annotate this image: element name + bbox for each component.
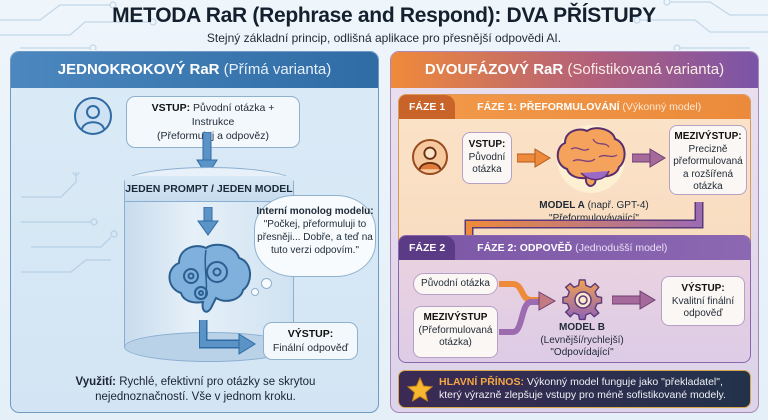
- phase-1-section: FÁZE 1 FÁZE 1: PŘEFORMULOVÁNÍ (Výkonný mo…: [398, 94, 751, 256]
- internal-monologue-cloud: Interní monolog modelu: "Počkej, přeform…: [254, 195, 376, 277]
- arrow-right-icon: [632, 148, 666, 168]
- page-title: METODA RaR (Rephrase and Respond): DVA P…: [112, 4, 656, 27]
- circuit-decoration-right: [633, 0, 768, 50]
- phase-2-title: FÁZE 2: ODPOVĚĎ: [477, 242, 573, 254]
- single-prompt-label: JEDEN PROMPT / JEDEN MODEL: [125, 176, 293, 202]
- final-output-label: VÝSTUP:: [681, 283, 725, 294]
- arrow-right-icon: [612, 290, 656, 310]
- arrow-right-icon: [517, 148, 551, 168]
- phase-2-intermediate-text: (Přeformulovaná otázka): [418, 324, 493, 349]
- phase-2-subtitle: (Jednodušší model): [572, 242, 668, 254]
- final-output-text: Kvalitní finální odpověď: [671, 295, 735, 320]
- input-label: VSTUP:: [151, 102, 191, 114]
- intermediate-output-text: Precizně přeformulovaná a rozšířená otáz…: [673, 143, 743, 193]
- two-phase-subtitle: (Sofistikovaná varianta): [563, 61, 725, 78]
- user-icon: [81, 105, 105, 130]
- star-icon: [407, 377, 433, 403]
- user-icon: [418, 146, 442, 170]
- brain-icon: [556, 125, 626, 193]
- model-b-caption: MODEL B (Levnější/rychlejší) "Odpovídají…: [527, 322, 637, 360]
- model-b-name: MODEL B: [559, 322, 605, 333]
- phase-2-header: FÁZE 2 FÁZE 2: ODPOVĚĎ (Jednodušší model): [399, 236, 750, 260]
- model-a-name: MODEL A: [539, 200, 585, 211]
- single-step-subtitle: (Přímá varianta): [219, 61, 332, 78]
- thought-dot: [251, 288, 259, 296]
- single-step-panel: JEDNOKROKOVÝ RaR (Přímá varianta) VSTUP:…: [10, 51, 379, 413]
- two-phase-panel: DVOUFÁZOVÝ RaR (Sofistikovaná varianta) …: [390, 51, 759, 413]
- phase-2-tag: FÁZE 2: [399, 236, 456, 260]
- output-box: VÝSTUP: Finální odpověď: [263, 322, 358, 360]
- phase-1-input-label: VSTUP:: [468, 139, 506, 150]
- phase-2-original-question: Původní otázka: [413, 273, 498, 295]
- intermediate-output-box: MEZIVÝSTUP: Precizně přeformulovaná a ro…: [669, 125, 747, 195]
- main-benefit-banner: HLAVNÍ PŘÍNOS: Výkonný model funguje jak…: [398, 370, 751, 408]
- output-arrow-icon: [199, 320, 256, 355]
- benefit-text: Výkonný model funguje jako "překladatel"…: [439, 376, 726, 401]
- input-text: Původní otázka + Instrukce: [190, 102, 275, 128]
- output-label: VÝSTUP:: [287, 328, 334, 340]
- user-avatar: [412, 139, 448, 175]
- single-step-title: JEDNOKROKOVÝ RaR: [57, 61, 220, 78]
- arrow-down-icon: [197, 207, 219, 236]
- thought-dot: [261, 278, 272, 289]
- model-a-role: "Přeformulovávající": [549, 212, 639, 224]
- phase-2-original-text: Původní otázka: [421, 278, 490, 289]
- single-step-header: JEDNOKROKOVÝ RaR (Přímá varianta): [11, 52, 378, 88]
- model-b-detail: (Levnější/rychlejší): [540, 334, 624, 346]
- phase-1-input-box: VSTUP: Původní otázka: [462, 132, 512, 184]
- page-subtitle: Stejný základní princip, odlišná aplikac…: [206, 31, 562, 45]
- merge-arrow-icon: [499, 281, 557, 335]
- monologue-text: "Počkej, přeformuluji to přesněji... Dob…: [257, 219, 373, 256]
- monologue-title: Interní monolog modelu:: [256, 206, 374, 217]
- two-phase-title: DVOUFÁZOVÝ RaR: [424, 61, 564, 78]
- circuit-decoration-left: [0, 1, 157, 50]
- phase-1-tag: FÁZE 1: [399, 95, 456, 119]
- usage-note: Využití: Rychlé, efektivní pro otázky se…: [11, 375, 378, 405]
- final-output-box: VÝSTUP: Kvalitní finální odpověď: [661, 276, 745, 326]
- model-a-detail: (např. GPT-4): [584, 200, 649, 211]
- input-instruction: (Přeformuluj a odpověz): [156, 130, 270, 142]
- phase-1-subtitle: (Výkonný model): [619, 101, 702, 113]
- usage-label: Využití:: [75, 376, 117, 388]
- output-text: Finální odpověď: [272, 342, 349, 354]
- gear-icon: [562, 279, 603, 321]
- phase-2-section: FÁZE 2 FÁZE 2: ODPOVĚĎ (Jednodušší model)…: [398, 235, 751, 363]
- phase-2-intermediate-label: MEZIVÝSTUP: [423, 312, 488, 323]
- intermediate-output-label: MEZIVÝSTUP:: [674, 131, 742, 142]
- phase-1-header: FÁZE 1 FÁZE 1: PŘEFORMULOVÁNÍ (Výkonný mo…: [399, 95, 750, 119]
- phase-1-title: FÁZE 1: PŘEFORMULOVÁNÍ: [477, 101, 620, 113]
- usage-text: Rychlé, efektivní pro otázky se skrytou …: [95, 376, 316, 403]
- model-a-caption: MODEL A (např. GPT-4) "Přeformulovávajíc…: [519, 200, 669, 225]
- brain-icon: [168, 243, 251, 313]
- model-b-role: "Odpovídající": [550, 347, 614, 358]
- input-bubble: VSTUP: Původní otázka + Instrukce (Přefo…: [126, 96, 300, 148]
- user-avatar: [74, 97, 112, 135]
- benefit-label: HLAVNÍ PŘÍNOS:: [439, 376, 524, 388]
- phase-1-input-text: Původní otázka: [468, 151, 506, 176]
- two-phase-header: DVOUFÁZOVÝ RaR (Sofistikovaná varianta): [391, 52, 758, 88]
- phase-2-intermediate-input: MEZIVÝSTUP (Přeformulovaná otázka): [413, 306, 498, 358]
